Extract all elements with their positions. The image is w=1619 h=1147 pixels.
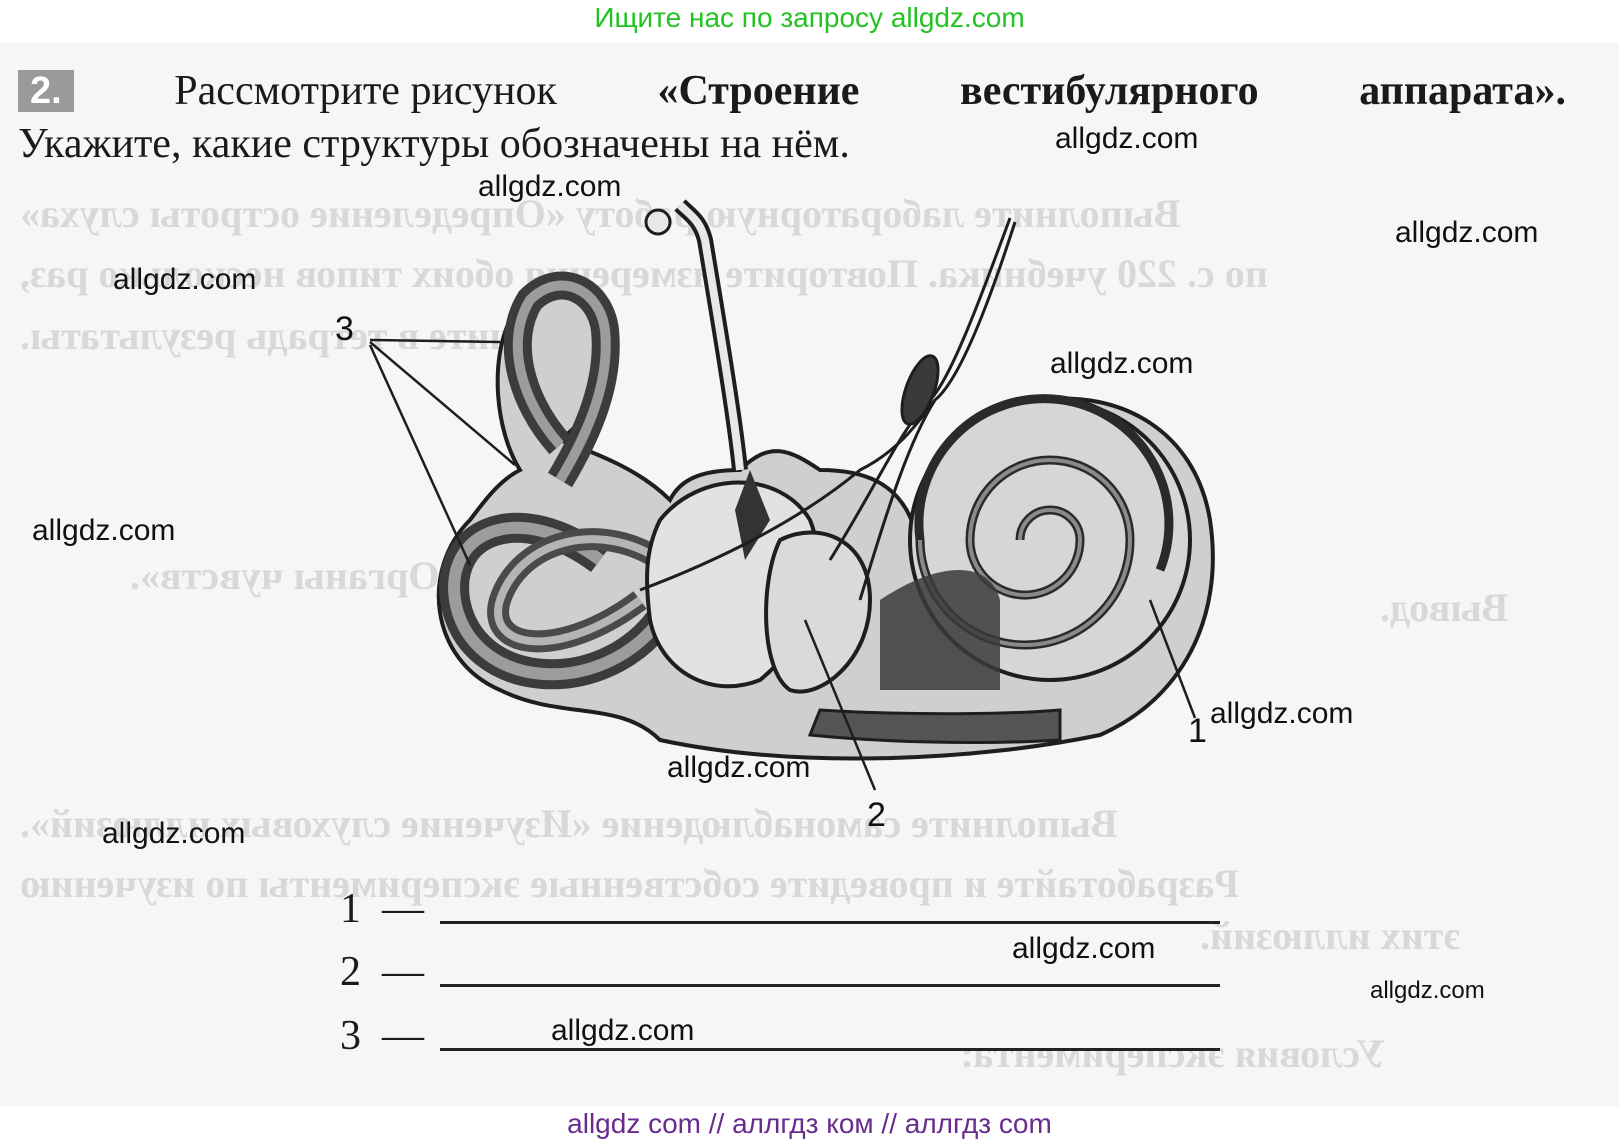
watermark: allgdz.com — [551, 1014, 695, 1047]
leader-lines — [368, 338, 1197, 791]
answer-dash: — — [382, 1013, 424, 1059]
answer-field[interactable] — [440, 1048, 1220, 1051]
vestibulocochlear-nerve — [639, 217, 1017, 601]
watermark: allgdz.com — [1370, 977, 1485, 1004]
watermark: allgdz.com — [1050, 347, 1194, 380]
watermark: allgdz.com — [113, 263, 257, 296]
cochlea — [807, 394, 1192, 744]
watermark: allgdz.com — [102, 817, 246, 850]
watermark: allgdz.com — [1210, 697, 1354, 730]
answer-dash: — — [382, 949, 424, 995]
answer-row: 1 — — [340, 885, 1240, 935]
answer-row: 3 — — [340, 1012, 1240, 1062]
watermark: allgdz.com — [667, 751, 811, 784]
label-1: 1 — [1188, 712, 1207, 750]
watermark: allgdz.com — [32, 514, 176, 547]
label-2: 2 — [867, 796, 886, 834]
task-prefix: Рассмотрите рисунок — [174, 68, 557, 114]
answer-field[interactable] — [440, 921, 1220, 924]
task-title-word: вестибулярного — [960, 68, 1259, 114]
answer-row: 2 — — [340, 948, 1240, 998]
bottom-banner[interactable]: allgdz com // аллгдз ком // аллгдз com — [0, 1106, 1619, 1147]
task-title-word: «Строение — [657, 68, 860, 114]
answer-number: 1 — [340, 886, 361, 932]
endolymphatic-sac — [644, 208, 672, 236]
answer-dash: — — [382, 886, 424, 932]
watermark: allgdz.com — [1055, 122, 1199, 155]
watermark: allgdz.com — [1012, 932, 1156, 965]
top-banner[interactable]: Ищите нас по запросу allgdz.com — [0, 0, 1619, 40]
task-number: 2. — [18, 70, 74, 112]
semicircular-canals — [439, 271, 672, 690]
task-heading: 2. Рассмотрите рисунок «Строение вестибу… — [18, 66, 1566, 116]
watermark: allgdz.com — [478, 170, 622, 203]
answer-number: 3 — [340, 1013, 361, 1059]
task-question: Укажите, какие структуры обозначены на н… — [18, 121, 850, 167]
vestibule — [645, 470, 873, 694]
answer-field[interactable] — [440, 984, 1220, 987]
task-title-word: аппарата». — [1359, 68, 1566, 114]
answer-number: 2 — [340, 949, 361, 995]
label-3: 3 — [335, 310, 354, 348]
watermark: allgdz.com — [1395, 216, 1539, 249]
